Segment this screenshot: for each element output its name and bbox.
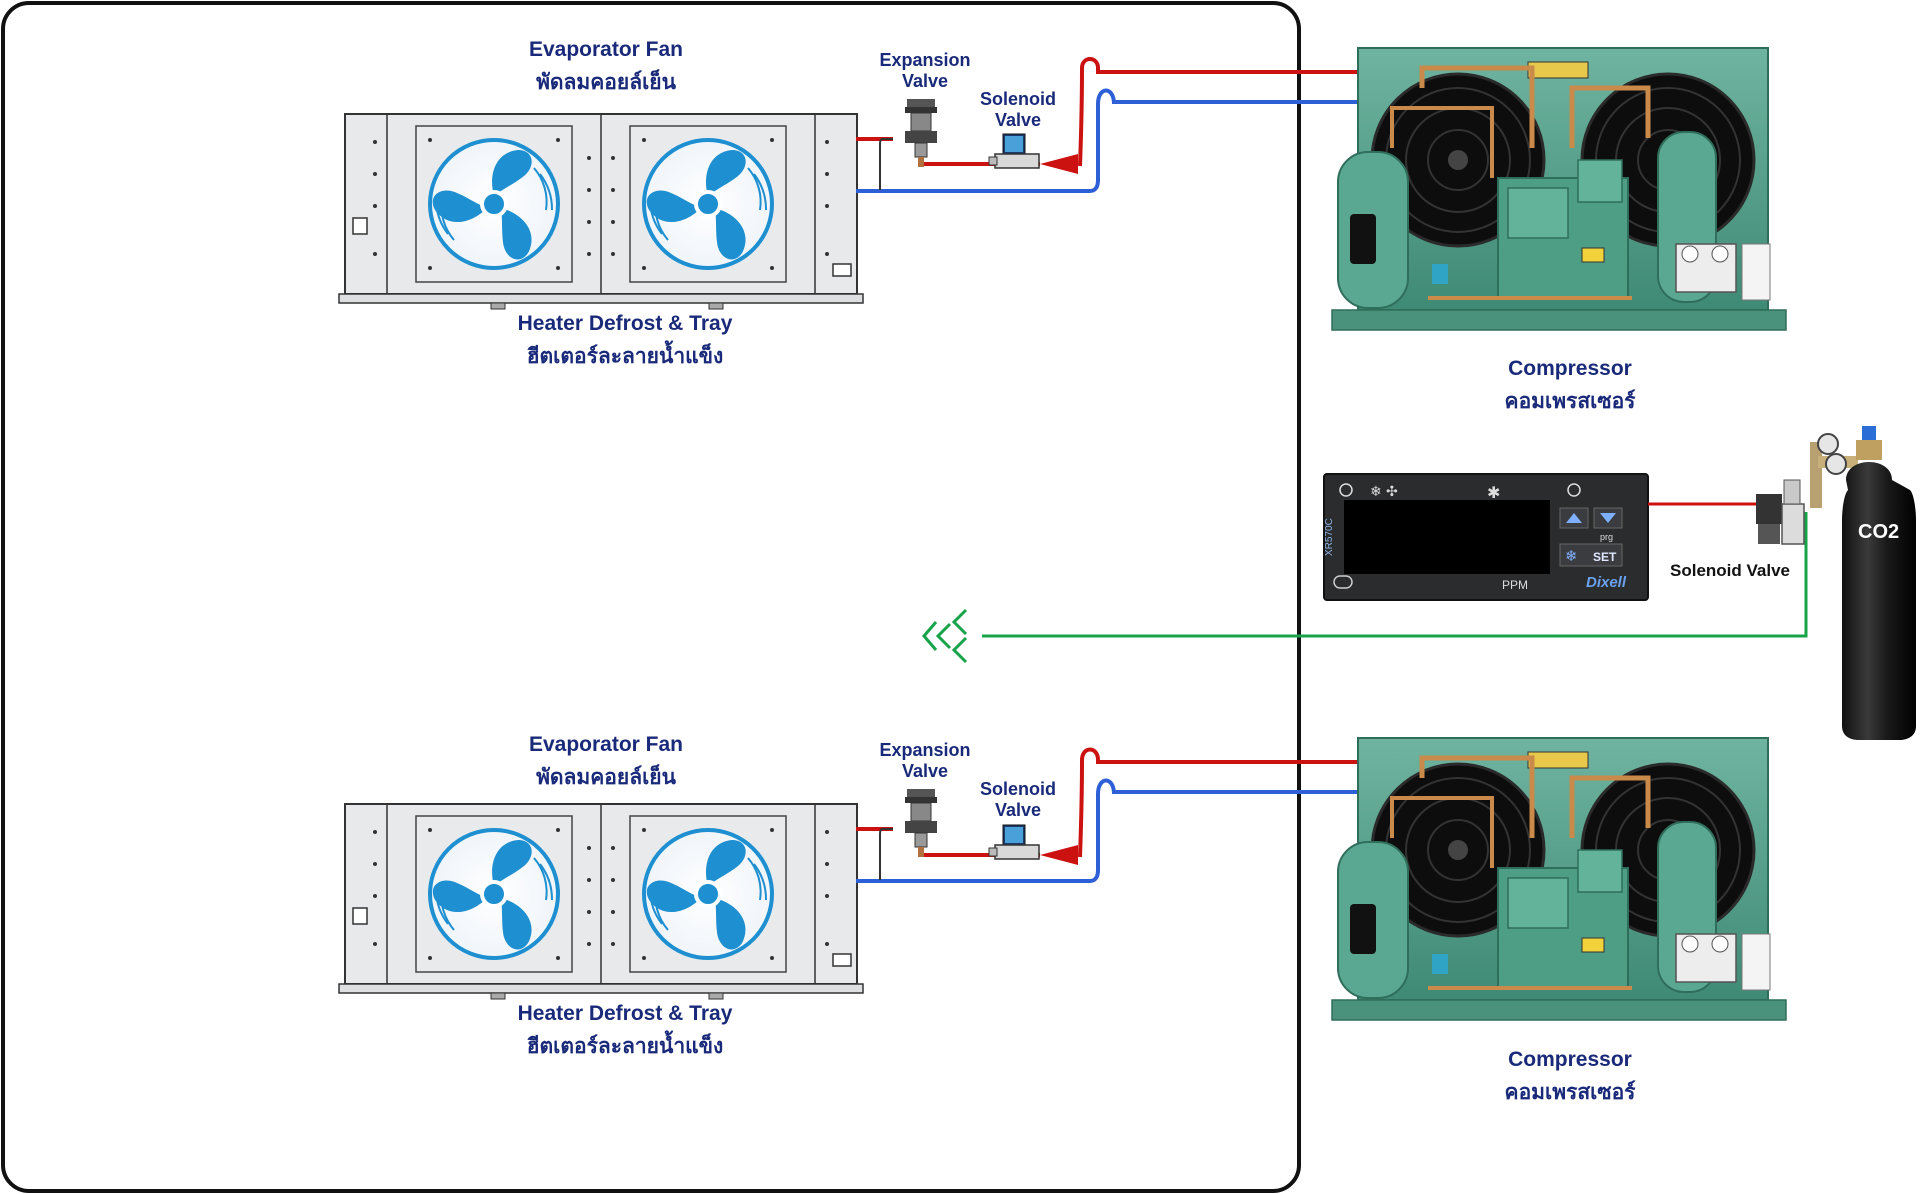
top-expansion-label: Expansion Valve	[870, 50, 980, 92]
top-flow-arrow	[1040, 154, 1078, 174]
top-condensing-unit	[1332, 48, 1786, 330]
prg-label: prg	[1600, 532, 1613, 542]
top-solenoid-line2: Valve	[994, 110, 1042, 130]
bottom-expansion-line1: Expansion	[879, 740, 971, 760]
top-solenoid-valve-icon	[988, 133, 1040, 169]
top-expansion-line2: Valve	[901, 71, 949, 91]
down-arrow-icon	[1600, 513, 1616, 523]
cylinder-label: CO2	[1858, 521, 1899, 543]
bottom-solenoid-line2: Valve	[994, 800, 1042, 820]
bottom-evaporator-label: Evaporator Fan พัดลมคอยล์เย็น	[508, 733, 704, 794]
fan-icon: ✣	[1386, 484, 1398, 500]
alarm-icon	[1339, 483, 1353, 497]
top-compressor-label-en: Compressor	[1508, 357, 1632, 380]
cold-room-boundary	[1, 1, 1301, 1193]
bottom-flow-arrow	[1040, 845, 1078, 865]
controller-model: XR570C	[1324, 518, 1335, 556]
bottom-expansion-line2: Valve	[901, 761, 949, 781]
top-expansion-line1: Expansion	[879, 50, 971, 70]
bottom-suction-line	[856, 778, 1365, 883]
light-icon	[1333, 575, 1353, 589]
top-evaporator-unit	[339, 114, 863, 309]
co2-regulator-icon	[1810, 433, 1858, 508]
defrost-icon: ❄	[1565, 547, 1578, 565]
co2-outlet-icon	[922, 608, 968, 664]
bottom-compressor-label-th: คอมเพรสเซอร์	[1504, 1080, 1636, 1104]
co2-cylinder: CO2	[1842, 426, 1916, 740]
top-evaporator-label-en: Evaporator Fan	[528, 38, 684, 61]
bottom-solenoid-label: Solenoid Valve	[965, 779, 1071, 821]
set-label: SET	[1593, 550, 1617, 564]
top-heater-label-th: ฮีตเตอร์ละลายน้ำแข็ง	[526, 344, 724, 368]
bottom-evaporator-unit	[339, 804, 863, 999]
bottom-condensing-unit	[1332, 738, 1786, 1020]
unit-label: PPM	[1502, 578, 1528, 592]
ppm-controller: ❄ ✣ ✱ XR570C prg ❄ SET PPM Dixell	[1323, 473, 1649, 601]
bottom-evaporator-label-en: Evaporator Fan	[528, 733, 684, 756]
bottom-heater-label-th: ฮีตเตอร์ละลายน้ำแข็ง	[526, 1034, 724, 1058]
bottom-expansion-valve-icon	[904, 788, 938, 858]
bottom-compressor-label: Compressor คอมเพรสเซอร์	[1470, 1048, 1670, 1109]
set-button[interactable]	[1559, 543, 1623, 567]
controller-display	[1344, 500, 1550, 574]
bottom-heater-label-en: Heater Defrost & Tray	[517, 1002, 733, 1025]
bottom-valve-bulb-line	[879, 828, 893, 880]
alarm-icon-2	[1567, 483, 1581, 497]
bottom-heater-label: Heater Defrost & Tray ฮีตเตอร์ละลายน้ำแข…	[505, 1002, 745, 1063]
bottom-expansion-label: Expansion Valve	[870, 740, 980, 782]
bottom-solenoid-line1: Solenoid	[980, 779, 1056, 799]
top-valve-bulb-line	[879, 138, 893, 190]
top-suction-line	[856, 88, 1365, 193]
bottom-evaporator-label-th: พัดลมคอยล์เย็น	[536, 765, 676, 789]
co2-injection-line	[982, 512, 1808, 638]
top-compressor-label: Compressor คอมเพรสเซอร์	[1470, 357, 1670, 418]
brand-logo: Dixell	[1586, 574, 1627, 591]
bottom-compressor-label-en: Compressor	[1508, 1048, 1632, 1071]
snowflake-icon: ❄	[1370, 484, 1382, 500]
asterisk-icon: ✱	[1487, 483, 1500, 502]
top-heater-label: Heater Defrost & Tray ฮีตเตอร์ละลายน้ำแข…	[505, 312, 745, 373]
top-heater-label-en: Heater Defrost & Tray	[517, 312, 733, 335]
co2-solenoid-valve-icon	[1756, 479, 1805, 545]
top-expansion-valve-icon	[904, 98, 938, 168]
top-evaporator-label: Evaporator Fan พัดลมคอยล์เย็น	[508, 38, 704, 99]
bottom-solenoid-valve-icon	[988, 824, 1040, 860]
top-solenoid-label: Solenoid Valve	[965, 89, 1071, 131]
top-evaporator-label-th: พัดลมคอยล์เย็น	[536, 70, 676, 94]
up-arrow-icon	[1566, 513, 1582, 523]
top-solenoid-line1: Solenoid	[980, 89, 1056, 109]
co2-solenoid-label: Solenoid Valve	[1670, 561, 1790, 580]
top-compressor-label-th: คอมเพรสเซอร์	[1504, 389, 1636, 413]
